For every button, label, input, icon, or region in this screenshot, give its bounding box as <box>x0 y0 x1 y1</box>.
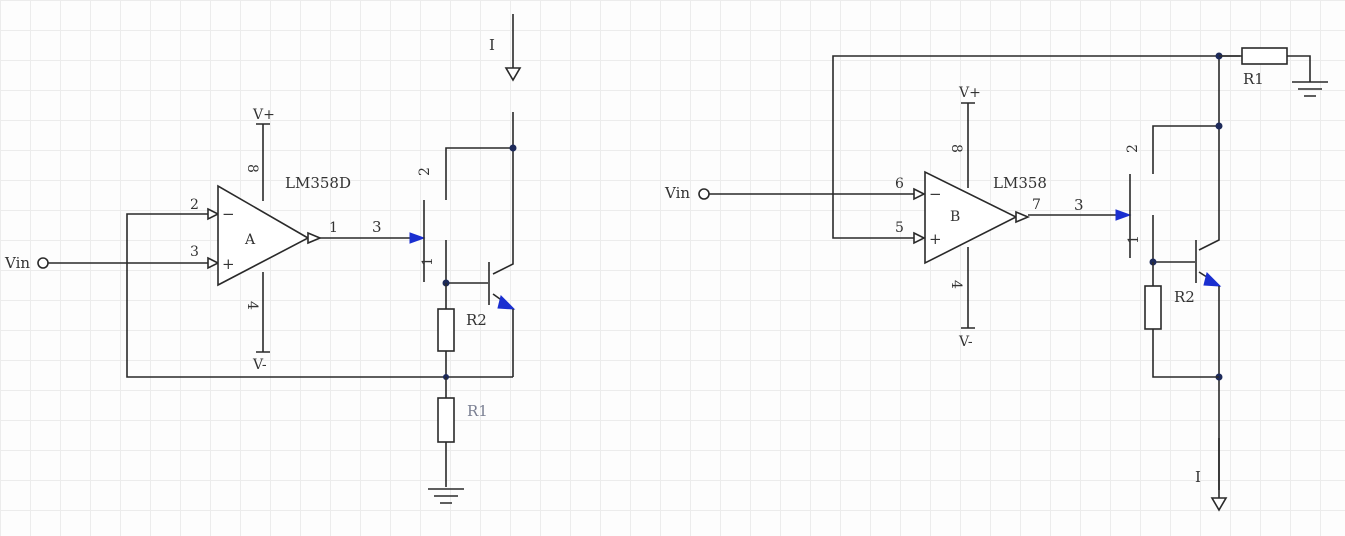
current-label-b: I <box>1195 468 1201 486</box>
bjt-b-emitter-arrow <box>1203 272 1222 287</box>
current-label-a: I <box>489 36 495 54</box>
vpos-label-a: V+ <box>252 107 275 123</box>
opamp-a-triangle <box>217 184 310 287</box>
bjt-a-emitter-arrow <box>497 295 516 310</box>
pin-arrow-inv-b <box>913 187 926 201</box>
vpos-wire-a <box>256 123 270 201</box>
r1-wire-b <box>1219 55 1311 82</box>
vpos-pin-a: 8 <box>244 164 260 173</box>
fet-a-drain-pin: 2 <box>417 167 433 176</box>
bjt-a-base <box>446 262 490 305</box>
r1-body-a <box>437 397 455 443</box>
feedback-wire-b <box>832 55 1240 239</box>
opamp-a-part: LM358D <box>285 174 351 192</box>
out-pin-a: 1 <box>329 220 338 236</box>
r1-body-b <box>1241 47 1288 65</box>
junction-a-1 <box>509 144 517 152</box>
vneg-wire-b <box>961 247 975 329</box>
bjt-b-base <box>1153 240 1197 283</box>
circuit-a: Vin − + A LM358D 2 3 V+ 8 V- 4 1 3 2 1 <box>4 14 522 504</box>
current-arrow-a <box>504 67 522 82</box>
opamp-b-minus: − <box>929 185 942 203</box>
ground-b <box>1292 81 1328 97</box>
r2-label-a: R2 <box>466 311 487 329</box>
gate-arrow-b[interactable] <box>1115 209 1132 221</box>
ground-a <box>428 488 464 504</box>
vpos-wire-b <box>961 102 975 188</box>
circuit-b: Vin − + B LM358 6 5 V+ 8 V- 4 7 3 2 1 <box>664 47 1328 512</box>
opamp-b-unit: B <box>950 209 960 225</box>
fet-b-drain <box>1152 125 1219 174</box>
opamp-b-plus: + <box>929 230 942 248</box>
opamp-a-plus: + <box>222 255 235 273</box>
fet-b-drain-pin: 2 <box>1125 144 1141 153</box>
r1-label-b: R1 <box>1243 70 1264 88</box>
vin-terminal-b <box>698 188 710 200</box>
r2-wire-b <box>1152 262 1219 378</box>
opamp-a-pin-inv: 2 <box>190 197 199 213</box>
vin-label-a: Vin <box>4 254 30 272</box>
collector-wire-a <box>492 112 514 275</box>
vneg-wire-a <box>256 272 270 353</box>
pin-arrow-inv-a <box>207 207 220 221</box>
fet-a-drain <box>445 147 513 200</box>
vin-terminal-a <box>37 257 49 269</box>
r1-label-a: R1 <box>467 402 488 420</box>
rail-b <box>1198 56 1220 251</box>
vneg-pin-a: 4 <box>244 301 260 310</box>
opamp-a-unit: A <box>244 232 256 248</box>
r2-body-b <box>1144 285 1162 330</box>
gate-pin-a: 3 <box>372 218 382 236</box>
opamp-b-pin-inv: 6 <box>895 176 904 192</box>
fet-a-source-pin: 1 <box>420 257 436 266</box>
pin-arrow-noninv-b <box>913 231 926 245</box>
r2-body-a <box>437 308 455 352</box>
junction-b-2 <box>1215 122 1223 130</box>
vpos-label-b: V+ <box>958 85 981 101</box>
feedback-wire-a <box>126 213 513 378</box>
vneg-pin-b: 4 <box>948 280 964 289</box>
vpos-pin-b: 8 <box>948 144 964 153</box>
opamp-a-minus: − <box>222 205 235 223</box>
vin-label-b: Vin <box>664 184 690 202</box>
pin-arrow-noninv-a <box>207 256 220 270</box>
opamp-a-pin-noninv: 3 <box>190 244 199 260</box>
vneg-label-a: V- <box>252 357 267 373</box>
r2-label-b: R2 <box>1174 288 1195 306</box>
current-arrow-b <box>1210 497 1228 512</box>
gate-pin-b: 3 <box>1074 196 1084 214</box>
out-pin-b: 7 <box>1032 197 1041 213</box>
vneg-label-b: V- <box>958 334 973 350</box>
opamp-b-part: LM358 <box>993 174 1047 192</box>
fet-b-source-pin: 1 <box>1126 235 1142 244</box>
opamp-b-pin-noninv: 5 <box>895 220 904 236</box>
out-arrow-a <box>307 231 323 245</box>
out-arrow-b <box>1015 210 1031 224</box>
gate-arrow-a[interactable] <box>409 232 426 244</box>
opamp-b-triangle <box>924 170 1018 265</box>
